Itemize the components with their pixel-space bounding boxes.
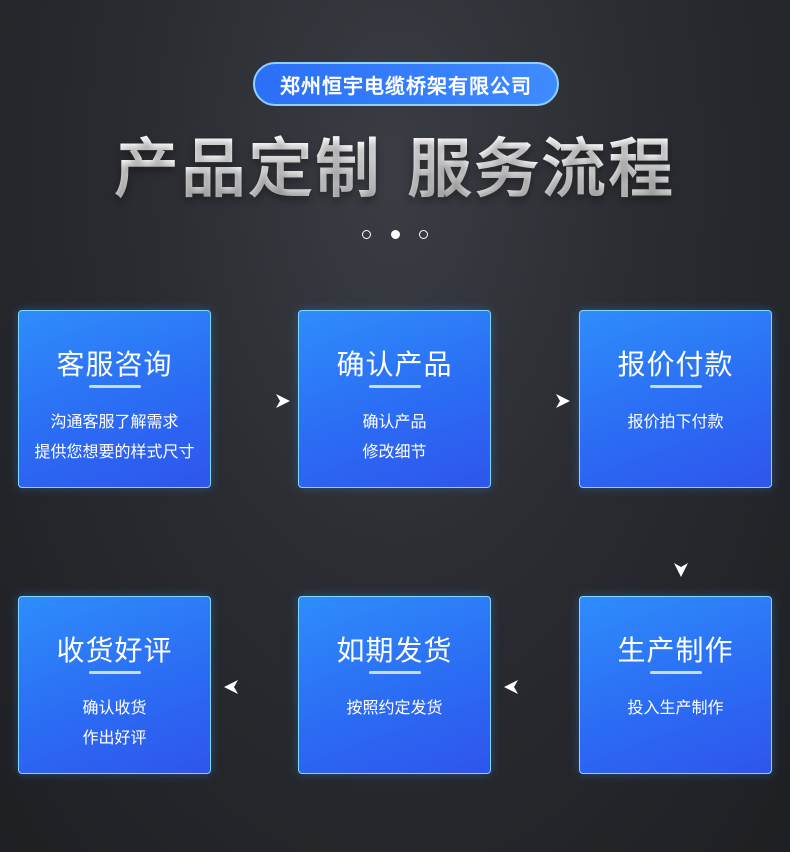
pagination-dots xyxy=(362,228,428,240)
step-description: 沟通客服了解需求 提供您想要的样式尺寸 xyxy=(19,407,210,467)
step-description-line: 沟通客服了解需求 xyxy=(50,412,179,431)
step-description: 确认产品 修改细节 xyxy=(299,407,490,467)
step-card-production: 生产制作 投入生产制作 xyxy=(579,596,772,774)
step-title: 确认产品 xyxy=(336,348,453,381)
step-card-shipping: 如期发货 按照约定发货 xyxy=(298,596,491,774)
arrow-right-icon xyxy=(504,394,570,408)
step-description-line: 作出好评 xyxy=(82,728,147,747)
step-title: 报价付款 xyxy=(617,348,734,381)
pagination-dot xyxy=(362,229,371,239)
step-title: 收货好评 xyxy=(56,634,173,667)
step-title: 如期发货 xyxy=(336,634,453,667)
step-card-receipt-review: 收货好评 确认收货 作出好评 xyxy=(18,596,211,774)
step-description-line: 确认收货 xyxy=(82,698,147,717)
pagination-dot xyxy=(419,229,428,239)
step-description-line: 提供您想要的样式尺寸 xyxy=(34,442,195,461)
step-title-underline xyxy=(369,385,421,388)
arrow-left-icon xyxy=(224,680,290,694)
step-description: 投入生产制作 xyxy=(580,693,771,723)
step-description-line: 按照约定发货 xyxy=(346,698,443,717)
arrow-down-icon xyxy=(674,507,688,577)
step-description: 报价拍下付款 xyxy=(580,407,771,437)
step-title: 生产制作 xyxy=(617,634,734,667)
pagination-dot-active xyxy=(390,229,400,239)
step-card-quote-payment: 报价付款 报价拍下付款 xyxy=(579,310,772,488)
step-description-line: 确认产品 xyxy=(362,412,427,431)
step-description: 确认收货 作出好评 xyxy=(19,693,210,753)
step-title-underline xyxy=(89,671,141,674)
arrow-left-icon xyxy=(504,680,570,694)
company-name-badge: 郑州恒宇电缆桥架有限公司 xyxy=(253,62,559,106)
step-description: 按照约定发货 xyxy=(299,693,490,723)
step-description-line: 修改细节 xyxy=(362,442,427,461)
step-description-line: 报价拍下付款 xyxy=(627,412,724,431)
step-title-underline xyxy=(369,671,421,674)
step-title: 客服咨询 xyxy=(56,348,173,381)
arrow-right-icon xyxy=(224,394,290,408)
step-card-consult: 客服咨询 沟通客服了解需求 提供您想要的样式尺寸 xyxy=(18,310,211,488)
step-card-confirm-product: 确认产品 确认产品 修改细节 xyxy=(298,310,491,488)
page-title: 产品定制 服务流程 xyxy=(0,118,790,210)
step-title-underline xyxy=(650,385,702,388)
step-title-underline xyxy=(650,671,702,674)
step-description-line: 投入生产制作 xyxy=(627,698,724,717)
step-title-underline xyxy=(89,385,141,388)
